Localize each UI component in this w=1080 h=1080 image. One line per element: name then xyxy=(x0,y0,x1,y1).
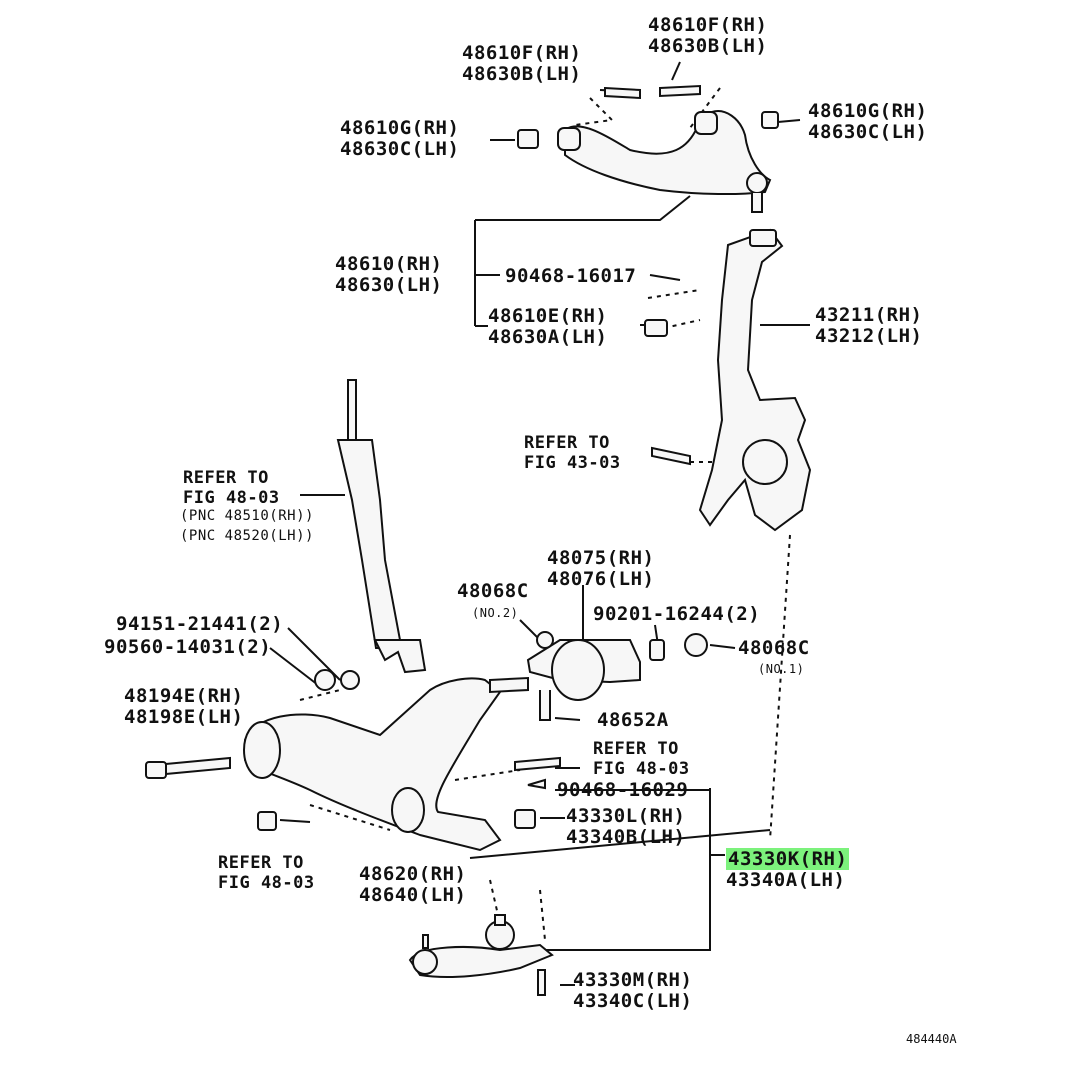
upper-arm xyxy=(557,110,772,213)
part-number: 48630B(LH) xyxy=(648,35,768,57)
refer-label: (PNC 48520(LH)) xyxy=(180,528,314,544)
part-number: 48620(RH) xyxy=(359,863,467,885)
part-note: (NO.1) xyxy=(758,662,805,676)
upper-nut xyxy=(644,319,668,337)
arm-bracket xyxy=(526,631,708,721)
lower-arm xyxy=(243,669,529,852)
part-number: 48194E(RH) xyxy=(124,685,244,707)
part-number: 48610F(RH) xyxy=(648,14,768,36)
leader-line xyxy=(540,788,711,951)
part-number: 43340A(LH) xyxy=(726,869,846,891)
part-number: 48630A(LH) xyxy=(488,326,608,348)
refer-label: FIG 48-03 xyxy=(593,759,690,779)
part-number: 43212(LH) xyxy=(815,325,923,347)
part-number: 48610E(RH) xyxy=(488,305,608,327)
leader-line xyxy=(469,829,771,859)
part-number: 48630C(LH) xyxy=(808,121,928,143)
refer-label: FIG 48-03 xyxy=(218,873,315,893)
part-note: (NO.2) xyxy=(472,606,519,620)
refer-label: FIG 43-03 xyxy=(524,453,621,473)
dashed-line xyxy=(299,689,391,831)
part-number: 48075(RH) xyxy=(547,547,655,569)
part-number: 43211(RH) xyxy=(815,304,923,326)
dashed-line xyxy=(769,534,791,841)
dashed-line xyxy=(454,769,521,781)
part-number: 48630(LH) xyxy=(335,274,443,296)
dashed-line xyxy=(647,289,701,331)
part-number: 48630B(LH) xyxy=(462,63,582,85)
part-number: 90468-16029 xyxy=(557,779,689,801)
part-number: 48610G(RH) xyxy=(340,117,460,139)
part-number: 90201-16244(2) xyxy=(593,603,761,625)
refer-label: (PNC 48510(RH)) xyxy=(180,508,314,524)
lower-bolts xyxy=(145,756,561,831)
part-number: 48076(LH) xyxy=(547,568,655,590)
dashed-line xyxy=(574,97,615,126)
leader-line xyxy=(709,644,736,649)
part-number: 94151-21441(2) xyxy=(116,613,284,635)
part-number: 48610F(RH) xyxy=(462,42,582,64)
refer-label: REFER TO xyxy=(218,853,304,873)
part-number: 90468-16017 xyxy=(505,265,637,287)
knuckle-bolt xyxy=(651,446,691,466)
part-number: 48610(RH) xyxy=(335,253,443,275)
leader-line xyxy=(279,819,311,823)
highlighted-part: 43330K(RH) xyxy=(726,848,850,870)
part-number: 48610G(RH) xyxy=(808,100,928,122)
refer-label: REFER TO xyxy=(183,468,269,488)
part-number: 48652A xyxy=(597,709,669,731)
part-number: 48630C(LH) xyxy=(340,138,460,160)
refer-label: REFER TO xyxy=(593,739,679,759)
part-number: 43340B(LH) xyxy=(566,826,686,848)
leader-line xyxy=(475,274,681,281)
refer-label: FIG 48-03 xyxy=(183,488,280,508)
leader-line xyxy=(777,119,801,123)
steering-knuckle xyxy=(698,228,812,532)
part-number: 43330L(RH) xyxy=(566,805,686,827)
leader-line xyxy=(671,61,681,81)
leader-line xyxy=(554,717,581,721)
part-number: 43330M(RH) xyxy=(573,969,693,991)
upper-bolts xyxy=(517,84,779,149)
part-number: 48068C xyxy=(457,580,529,602)
part-number: 48198E(LH) xyxy=(124,706,244,728)
part-number: 43340C(LH) xyxy=(573,990,693,1012)
dashed-line xyxy=(489,879,546,941)
lower-ball-joint xyxy=(408,914,554,996)
part-number: 48068C xyxy=(738,637,810,659)
shock-absorber xyxy=(336,379,427,674)
part-number: 43330K(RH) xyxy=(726,848,850,870)
refer-label: REFER TO xyxy=(524,433,610,453)
part-number: 48640(LH) xyxy=(359,884,467,906)
leader-line xyxy=(474,195,691,326)
figure-ref: 484440A xyxy=(906,1032,957,1046)
part-number: 90560-14031(2) xyxy=(104,636,272,658)
